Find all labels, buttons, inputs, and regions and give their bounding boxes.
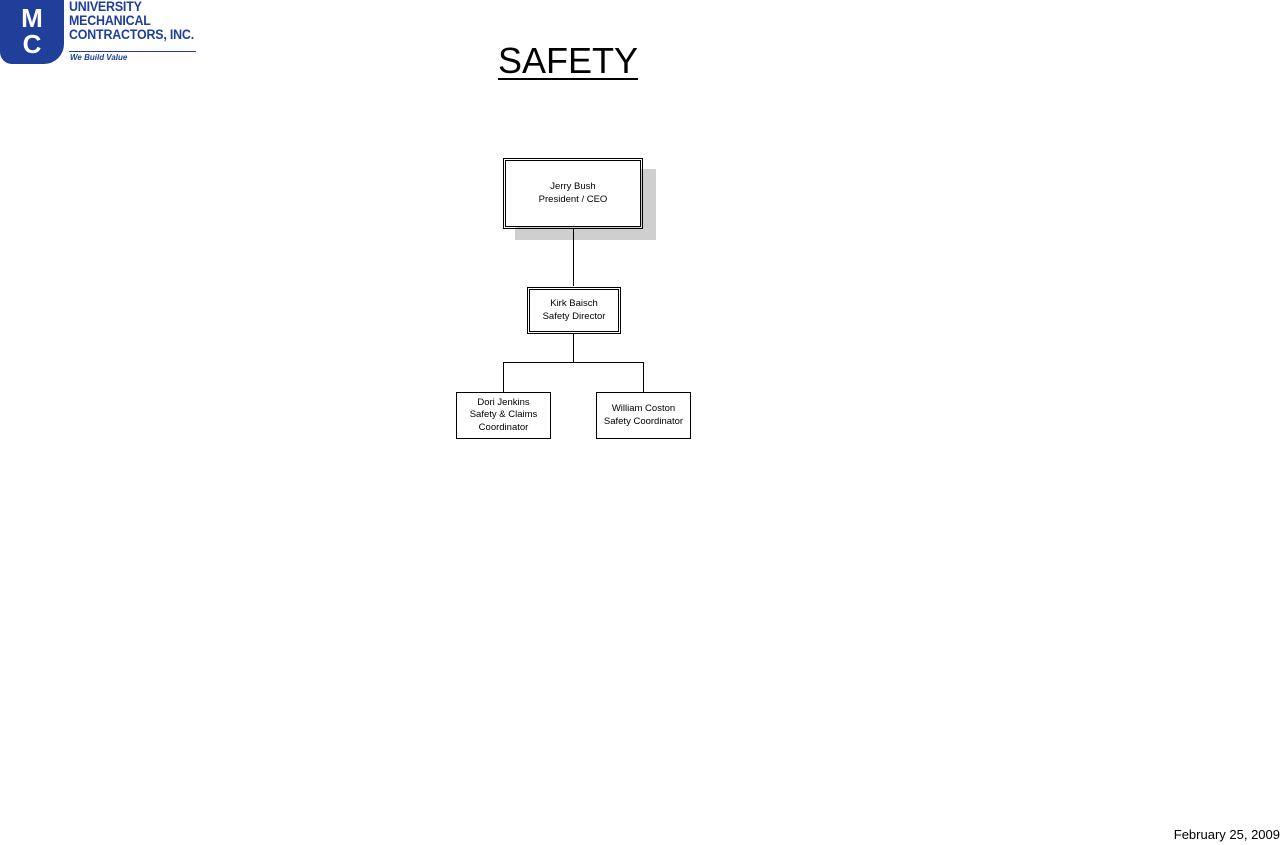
org-node-safety-claims-coordinator: Dori Jenkins Safety & Claims Coordinator — [456, 392, 551, 439]
connector-to-left-report — [503, 362, 504, 392]
report-2-name: William Coston — [611, 403, 676, 414]
page-title: SAFETY — [498, 40, 639, 81]
connector-ceo-to-director — [573, 229, 574, 286]
company-name: UNIVERSITY MECHANICAL CONTRACTORS, INC. — [69, 0, 194, 42]
org-node-safety-coordinator: William Coston Safety Coordinator — [596, 392, 691, 439]
mc-logo-mark: M C — [0, 0, 64, 64]
connector-to-right-report — [643, 362, 644, 392]
logo-letter-m: M — [21, 3, 43, 33]
logo-letter-c: C — [23, 29, 42, 59]
company-tagline: We Build Value — [70, 53, 128, 62]
company-name-line-3: CONTRACTORS, INC. — [69, 27, 194, 42]
report-1-role-line-1: Safety & Claims — [469, 409, 538, 421]
company-name-line-1: UNIVERSITY — [69, 0, 142, 14]
company-name-line-2: MECHANICAL — [69, 13, 151, 28]
org-node-ceo: Jerry Bush President / CEO — [503, 158, 643, 229]
logo-divider — [69, 51, 196, 52]
director-name: Kirk Baisch — [550, 298, 598, 309]
report-1-name: Dori Jenkins — [477, 396, 530, 408]
connector-horizontal-bar — [503, 362, 644, 363]
org-node-safety-director: Kirk Baisch Safety Director — [527, 287, 621, 334]
document-date: February 25, 2009 — [1173, 827, 1280, 842]
report-2-role: Safety Coordinator — [603, 415, 684, 427]
ceo-name: Jerry Bush — [550, 181, 596, 192]
ceo-role: President / CEO — [538, 193, 608, 205]
connector-director-down — [573, 334, 574, 362]
director-role: Safety Director — [542, 310, 606, 322]
report-1-role-line-2: Coordinator — [478, 421, 529, 433]
company-logo: M C UNIVERSITY MECHANICAL CONTRACTORS, I… — [0, 0, 200, 66]
